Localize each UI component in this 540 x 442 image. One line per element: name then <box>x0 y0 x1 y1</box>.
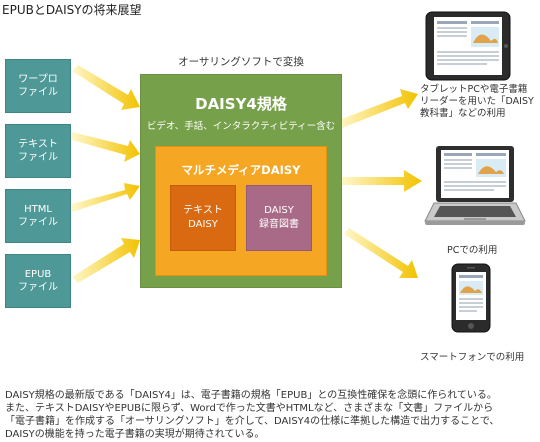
page-title: EPUBとDAISYの将来展望 <box>2 3 142 17</box>
source-box-label: HTML <box>24 204 52 215</box>
daisy4-subtitle: ビデオ、手話、インタラクティビティー含む <box>146 121 336 132</box>
source-box-wordprocessor: ワープロ ファイル <box>5 59 71 113</box>
source-box-epub: EPUB ファイル <box>5 254 71 308</box>
audio-daisy-box: DAISY 録音図書 <box>246 185 312 251</box>
audio-daisy-label: 録音図書 <box>259 219 299 230</box>
arrow-from-epub <box>72 238 140 283</box>
tablet-caption-line: タブレットPCや電子書籍 <box>420 84 528 95</box>
laptop-icon <box>424 146 526 225</box>
daisy4-title: DAISY4規格 <box>195 95 287 113</box>
source-box-label: ファイル <box>18 217 58 228</box>
description-line: 「電子書籍」を作成する「オーサリングソフト」を介して、DAISY4の仕様に準拠し… <box>5 416 500 427</box>
source-box-label: ワープロ <box>18 74 58 85</box>
pc-caption: PCでの利用 <box>447 245 498 256</box>
text-daisy-label: DAISY <box>188 219 218 230</box>
arrow-to-tablet <box>339 89 418 128</box>
source-box-label: ファイル <box>18 87 58 98</box>
description-line: また、テキストDAISYやEPUBに限らず、Wordで作った文書やHTMLなど、… <box>5 403 494 414</box>
description-line: DAISYの機能を持った電子書籍の実現が期待されている。 <box>5 429 265 440</box>
source-box-label: ファイル <box>18 152 58 163</box>
source-box-label: ファイル <box>18 282 58 293</box>
smartphone-caption: スマートフォンでの利用 <box>420 352 525 363</box>
arrow-to-smartphone <box>344 228 418 278</box>
text-daisy-label: テキスト <box>183 205 223 216</box>
source-box-html: HTML ファイル <box>5 189 71 243</box>
text-daisy-box: テキスト DAISY <box>170 185 236 251</box>
tablet-caption-line: リーダーを用いた「DAISY <box>420 96 534 107</box>
tablet-icon <box>425 11 511 81</box>
source-box-text: テキスト ファイル <box>5 124 71 178</box>
audio-daisy-label: DAISY <box>264 205 294 216</box>
multimedia-daisy-title: マルチメディアDAISY <box>181 163 301 177</box>
description: DAISY規格の最新版である「DAISY4」は、電子書籍の規格「EPUB」との互… <box>5 389 540 441</box>
authoring-label: オーサリングソフトで変換 <box>178 56 304 68</box>
arrow-from-text <box>72 132 140 162</box>
smartphone-icon <box>451 263 491 333</box>
arrow-from-wordprocessor <box>72 65 140 110</box>
tablet-caption: タブレットPCや電子書籍 リーダーを用いた「DAISY 教科書」などの利用 <box>420 84 534 120</box>
source-box-label: EPUB <box>24 269 52 280</box>
arrow-from-html <box>72 183 140 212</box>
source-box-label: テキスト <box>18 139 58 150</box>
arrow-to-pc <box>342 170 422 192</box>
description-line: DAISY規格の最新版である「DAISY4」は、電子書籍の規格「EPUB」との互… <box>5 390 497 401</box>
tablet-caption-line: 教科書」などの利用 <box>420 108 506 119</box>
